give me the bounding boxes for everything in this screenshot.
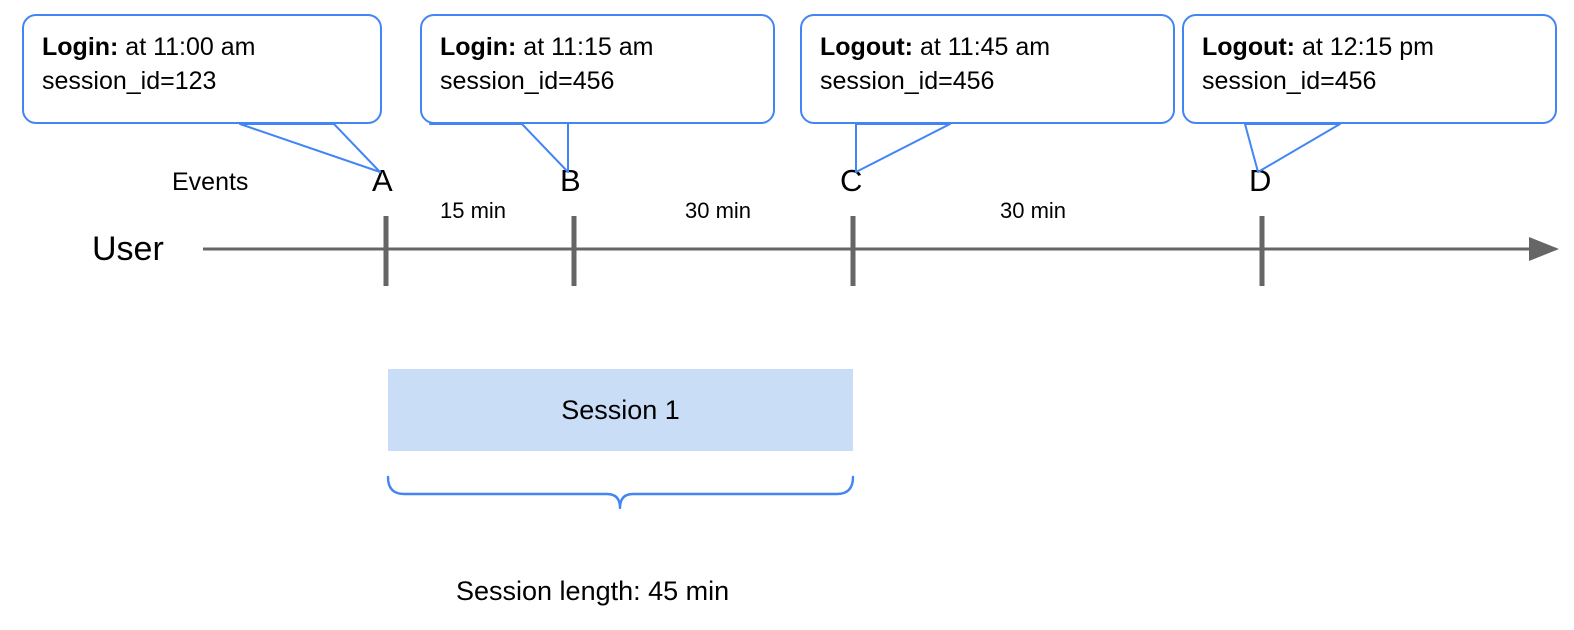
- callout-box-a: Login: at 11:00 am session_id=123: [22, 14, 382, 124]
- session-length-caption: Session length: 45 min: [456, 576, 730, 606]
- event-letter-b: B: [560, 163, 581, 198]
- event-letter-c: C: [840, 163, 863, 198]
- event-letter-d: D: [1249, 163, 1272, 198]
- callout-c-event-time: at 11:45 am: [913, 33, 1051, 61]
- callout-tail-c: [855, 123, 951, 173]
- session-brace: [386, 475, 855, 510]
- callout-a-event-time: at 11:00 am: [118, 33, 256, 61]
- interval-label-a-b: 15 min: [440, 198, 507, 223]
- callout-c-line-1: Logout: at 11:45 am: [820, 30, 1155, 64]
- events-row-label: Events: [172, 168, 249, 196]
- callout-tail-b: [429, 123, 569, 173]
- callout-box-c: Logout: at 11:45 am session_id=456: [800, 14, 1175, 124]
- callout-b-line-1: Login: at 11:15 am: [440, 30, 755, 64]
- event-letter-a: A: [372, 163, 393, 198]
- callout-box-b: Login: at 11:15 am session_id=456: [420, 14, 775, 124]
- callout-d-session-line: session_id=456: [1202, 67, 1377, 95]
- callout-c-session-line: session_id=456: [820, 67, 995, 95]
- callout-a-session-line: session_id=123: [42, 67, 217, 95]
- session-bar-session-1: Session 1: [388, 369, 853, 451]
- interval-label-c-d: 30 min: [1000, 198, 1067, 223]
- callout-a-event-label: Login:: [42, 33, 119, 61]
- callout-a-line-1: Login: at 11:00 am: [42, 30, 362, 64]
- callout-d-line-1: Logout: at 12:15 pm: [1202, 30, 1537, 64]
- callout-b-session-line: session_id=456: [440, 67, 615, 95]
- callout-d-event-time: at 12:15 pm: [1295, 33, 1434, 61]
- user-row-label: User: [92, 230, 164, 268]
- callout-d-event-label: Logout:: [1202, 33, 1296, 61]
- callout-box-d: Logout: at 12:15 pm session_id=456: [1182, 14, 1557, 124]
- callout-tail-a: [239, 123, 381, 173]
- interval-label-b-c: 30 min: [685, 198, 752, 223]
- callout-c-event-label: Logout:: [820, 33, 914, 61]
- callout-b-event-time: at 11:15 am: [516, 33, 654, 61]
- callout-tail-d: [1244, 123, 1341, 173]
- session-bar-label: Session 1: [561, 394, 680, 425]
- callout-b-event-label: Login:: [440, 33, 517, 61]
